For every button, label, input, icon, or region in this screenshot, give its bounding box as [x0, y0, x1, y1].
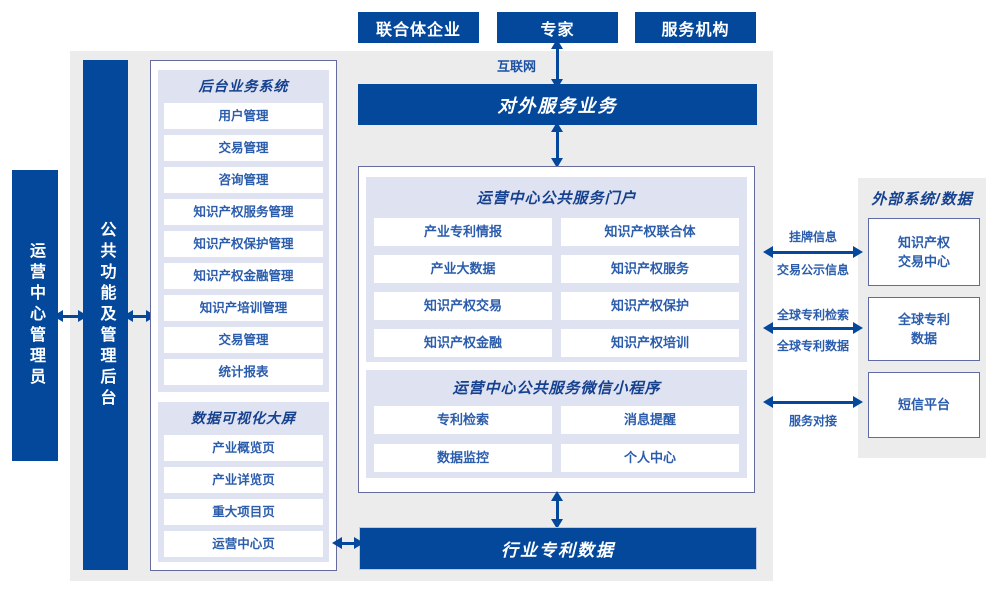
miniapp-section: 运营中心公共服务微信小程序 专利检索 消息提醒 数据监控 个人中心 [366, 370, 747, 478]
external-item-trade-center: 知识产权 交易中心 [868, 218, 980, 286]
panel-to-industry-arrow [551, 491, 563, 529]
visualization-to-industry-arrow [332, 537, 364, 549]
public-function-backend-bar: 公共功能及管理后台 [83, 60, 128, 570]
backend-item: 知识产培训管理 [164, 295, 323, 321]
miniapp-item: 个人中心 [561, 444, 739, 472]
operation-admin-bar: 运营中心管理员 [12, 170, 58, 461]
external-service-bar: 对外服务业务 [358, 84, 757, 125]
connection-listing-bottom-label: 交易公示信息 [776, 263, 849, 277]
external-service-label: 对外服务业务 [497, 95, 618, 116]
portal-item: 知识产权保护 [561, 292, 739, 320]
portal-section: 运营中心公共服务门户 产业专利情报 知识产权联合体 产业大数据 知识产权服务 知… [366, 177, 747, 362]
visualization-item: 运营中心页 [164, 531, 323, 557]
backend-item: 交易管理 [164, 327, 323, 353]
backend-item: 交易管理 [164, 135, 323, 161]
miniapp-title: 运营中心公共服务微信小程序 [452, 380, 661, 397]
actor-consortium-box: 联合体企业 [358, 12, 479, 43]
industry-patent-bar: 行业专利数据 [359, 527, 757, 570]
backend-system-title: 后台业务系统 [198, 78, 289, 94]
visualization-item: 产业概览页 [164, 435, 323, 461]
actor-experts-label: 专家 [540, 21, 575, 39]
operation-admin-label: 运营中心管理员 [27, 242, 44, 389]
industry-patent-label: 行业专利数据 [501, 541, 615, 560]
visualization-section: 数据可视化大屏 产业概览页 产业详览页 重大项目页 运营中心页 [158, 402, 329, 562]
connection-global-top-label: 全球专利检索 [776, 308, 849, 322]
portal-title: 运营中心公共服务门户 [476, 190, 637, 207]
miniapp-item: 数据监控 [374, 444, 552, 472]
miniapp-item: 专利检索 [374, 406, 552, 434]
connection-listing-arrow [763, 246, 863, 258]
admin-to-backend-arrow [53, 310, 88, 322]
backend-item: 知识产权保护管理 [164, 231, 323, 257]
backend-system-list: 用户管理 交易管理 咨询管理 知识产权服务管理 知识产权保护管理 知识产权金融管… [158, 96, 329, 385]
portal-item: 产业专利情报 [374, 218, 552, 246]
portal-item: 知识产权服务 [561, 255, 739, 283]
backend-item: 统计报表 [164, 359, 323, 385]
portal-item: 知识产权交易 [374, 292, 552, 320]
internet-arrow [551, 39, 563, 89]
visualization-item: 产业详览页 [164, 467, 323, 493]
external-panel-title: 外部系统/数据 [871, 191, 973, 208]
external-item-global-patent: 全球专利 数据 [868, 297, 980, 361]
connection-listing-top-label: 挂牌信息 [788, 230, 837, 244]
actor-service-orgs-box: 服务机构 [635, 12, 756, 43]
backend-item: 知识产权金融管理 [164, 263, 323, 289]
portal-item: 产业大数据 [374, 255, 552, 283]
visualization-list: 产业概览页 产业详览页 重大项目页 运营中心页 [158, 428, 329, 557]
backend-system-section: 后台业务系统 用户管理 交易管理 咨询管理 知识产权服务管理 知识产权保护管理 … [158, 70, 329, 392]
backend-item: 咨询管理 [164, 167, 323, 193]
miniapp-grid: 专利检索 消息提醒 数据监控 个人中心 [366, 398, 747, 472]
connection-global-bottom-label: 全球专利数据 [776, 339, 849, 353]
service-to-portal-arrow [551, 122, 563, 168]
external-item-sms-platform: 短信平台 [868, 372, 980, 438]
portal-grid: 产业专利情报 知识产权联合体 产业大数据 知识产权服务 知识产权交易 知识产权保… [366, 208, 747, 357]
backend-to-panel-arrow [123, 310, 156, 322]
actor-service-orgs-label: 服务机构 [661, 21, 730, 39]
connection-global-arrow [763, 322, 863, 334]
miniapp-item: 消息提醒 [561, 406, 739, 434]
portal-item: 知识产权培训 [561, 329, 739, 357]
backend-item: 知识产权服务管理 [164, 199, 323, 225]
visualization-title: 数据可视化大屏 [191, 410, 296, 426]
connection-service-arrow [763, 396, 863, 408]
internet-label: 互联网 [497, 59, 537, 74]
portal-item: 知识产权联合体 [561, 218, 739, 246]
public-function-backend-label: 公共功能及管理后台 [97, 220, 115, 410]
actor-experts-box: 专家 [497, 12, 618, 43]
backend-item: 用户管理 [164, 103, 323, 129]
connection-service-label: 服务对接 [788, 414, 837, 428]
portal-item: 知识产权金融 [374, 329, 552, 357]
visualization-item: 重大项目页 [164, 499, 323, 525]
actor-consortium-label: 联合体企业 [375, 21, 461, 39]
